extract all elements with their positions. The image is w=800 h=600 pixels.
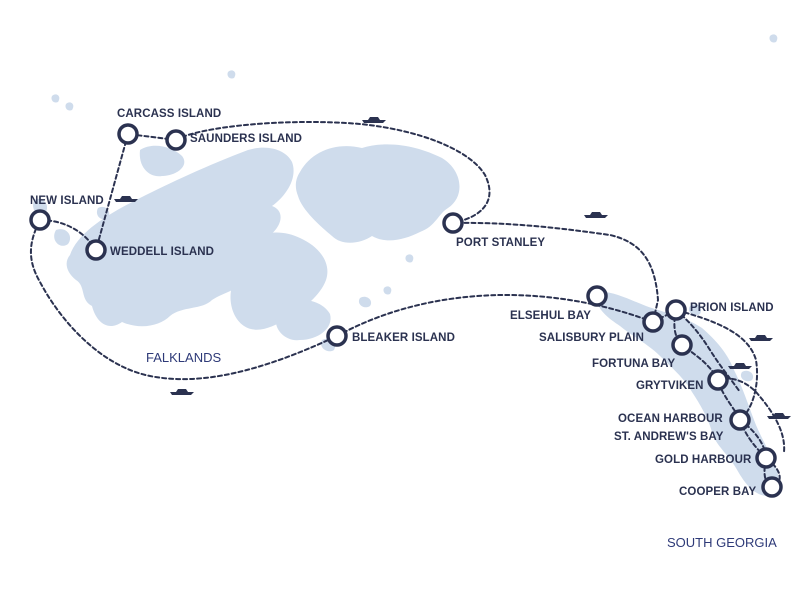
- south-georgia-main: [595, 291, 779, 496]
- ship-icon: [728, 363, 752, 369]
- stop-marker-weddell-island[interactable]: [85, 239, 107, 261]
- region-label-south-georgia: SOUTH GEORGIA: [667, 535, 777, 550]
- stop-marker-ocean-harbour[interactable]: [729, 409, 751, 431]
- label-gold-harbour: GOLD HARBOUR: [655, 454, 752, 466]
- south-georgia-land: [595, 34, 779, 496]
- ship-icon: [584, 212, 608, 218]
- label-cooper-bay: COOPER BAY: [679, 486, 756, 498]
- label-prion-island: PRION ISLAND: [690, 302, 774, 314]
- stop-marker-port-stanley[interactable]: [442, 212, 464, 234]
- stop-marker-new-island[interactable]: [29, 209, 51, 231]
- label-port-stanley: PORT STANLEY: [456, 237, 545, 249]
- west-falkland-north: [139, 145, 185, 177]
- label-new-island: NEW ISLAND: [30, 195, 104, 207]
- label-salisbury-plain: SALISBURY PLAIN: [539, 332, 644, 344]
- east-falkland-north: [295, 144, 460, 243]
- label-elsehul-bay: ELSEHUL BAY: [510, 310, 591, 322]
- lafonia-south: [275, 299, 331, 341]
- label-fortuna-bay: FORTUNA BAY: [592, 358, 676, 370]
- stop-marker-bleaker-island[interactable]: [326, 325, 348, 347]
- ship-icon: [114, 196, 138, 202]
- stop-marker-cooper-bay[interactable]: [761, 476, 783, 498]
- label-weddell-island: WEDDELL ISLAND: [110, 246, 214, 258]
- stop-labels: CARCASS ISLAND SAUNDERS ISLAND NEW ISLAN…: [30, 108, 774, 498]
- stop-marker-prion-island[interactable]: [665, 299, 687, 321]
- falklands-land: [33, 70, 460, 352]
- stop-marker-grytviken[interactable]: [707, 369, 729, 391]
- ship-icon: [170, 389, 194, 395]
- label-saunders-island: SAUNDERS ISLAND: [190, 133, 302, 145]
- label-ocean-harbour: OCEAN HARBOUR: [618, 413, 723, 425]
- region-label-falklands: FALKLANDS: [146, 350, 221, 365]
- stop-marker-gold-harbour[interactable]: [755, 447, 777, 469]
- stop-marker-saunders-island[interactable]: [165, 129, 187, 151]
- label-bleaker-island: BLEAKER ISLAND: [352, 332, 455, 344]
- stop-marker-carcass-island[interactable]: [117, 123, 139, 145]
- route-stops: [29, 123, 783, 498]
- stop-marker-fortuna-bay[interactable]: [671, 334, 693, 356]
- ship-icon: [767, 413, 791, 419]
- label-st-andrews-bay: ST. ANDREW'S BAY: [614, 431, 724, 443]
- ship-icon: [362, 117, 386, 123]
- stop-marker-salisbury-plain[interactable]: [642, 311, 664, 333]
- label-carcass-island: CARCASS ISLAND: [117, 108, 221, 120]
- stop-marker-elsehul-bay[interactable]: [586, 285, 608, 307]
- ship-icon: [749, 335, 773, 341]
- label-grytviken: GRYTVIKEN: [636, 380, 704, 392]
